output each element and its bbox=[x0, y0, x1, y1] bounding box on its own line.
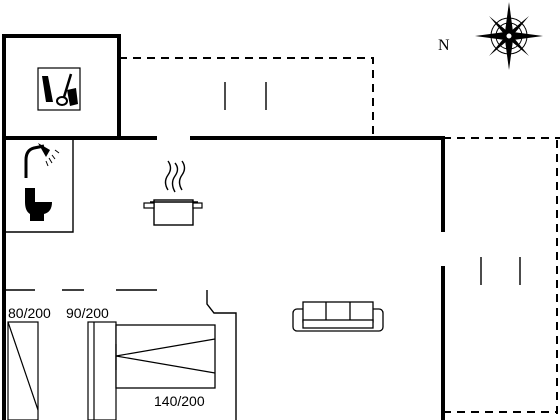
bed-size-label-2: 90/200 bbox=[66, 305, 109, 321]
bathroom-wall bbox=[4, 140, 74, 233]
north-terrace bbox=[119, 57, 374, 138]
bed-single-1 bbox=[7, 321, 39, 420]
walls bbox=[2, 34, 445, 420]
toilet-icon bbox=[25, 188, 52, 221]
shower-icon bbox=[24, 143, 60, 178]
terraces bbox=[119, 57, 560, 420]
cleaning-tools-icon bbox=[37, 67, 81, 111]
bed-double bbox=[115, 324, 216, 389]
bedroom-wall-d bbox=[206, 290, 237, 420]
sofa-icon bbox=[292, 301, 384, 332]
bed-size-label-3: 140/200 bbox=[154, 393, 205, 409]
compass-rose-icon bbox=[475, 2, 543, 70]
bed-size-label-1: 80/200 bbox=[8, 305, 51, 321]
north-label: N bbox=[438, 37, 450, 54]
cooking-pot-icon bbox=[143, 160, 203, 226]
bed-single-2 bbox=[87, 321, 117, 420]
